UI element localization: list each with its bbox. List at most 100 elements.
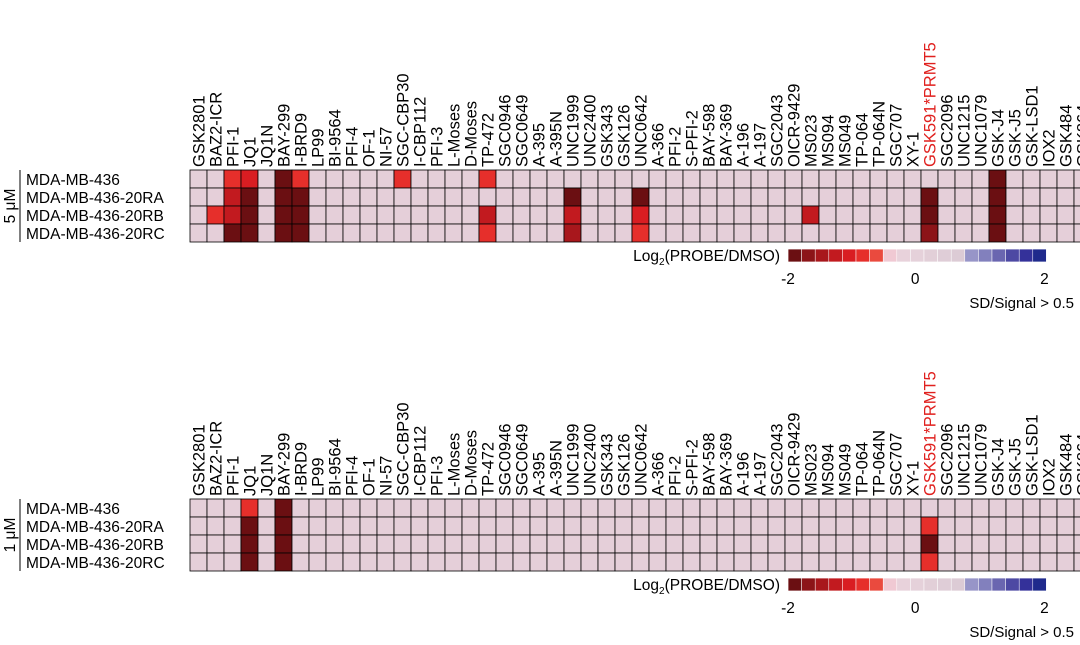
heatmap-cell bbox=[529, 223, 548, 243]
row-label: MDA-MB-436-20RC bbox=[26, 226, 165, 243]
column-label: BI-9564 bbox=[327, 109, 345, 167]
column-label: A-395N bbox=[548, 111, 566, 167]
heatmap-cell bbox=[835, 552, 854, 572]
column-label: UNC1999 bbox=[565, 95, 583, 167]
column-label: GSK-LSD1 bbox=[1024, 414, 1042, 496]
column-label: IOX2 bbox=[1041, 458, 1059, 496]
heatmap-cell bbox=[665, 516, 684, 536]
heatmap-cell bbox=[257, 187, 276, 207]
heatmap-cell bbox=[716, 187, 735, 207]
heatmap-cell bbox=[512, 552, 531, 572]
heatmap-cell bbox=[478, 534, 497, 554]
heatmap-cell bbox=[325, 223, 344, 243]
column-label: UNC2400 bbox=[582, 424, 600, 496]
heatmap-cell bbox=[954, 187, 973, 207]
heatmap-cell bbox=[512, 534, 531, 554]
heatmap-cell bbox=[614, 498, 633, 518]
column-label: PFI-2 bbox=[667, 127, 685, 167]
heatmap-cell bbox=[903, 534, 922, 554]
heatmap-cell bbox=[801, 223, 820, 243]
heatmap-cell bbox=[699, 498, 718, 518]
heatmap-cell bbox=[325, 169, 344, 189]
heatmap-cell bbox=[971, 534, 990, 554]
heatmap-cell bbox=[291, 223, 310, 243]
heatmap-cell bbox=[580, 534, 599, 554]
heatmap-cell bbox=[325, 516, 344, 536]
heatmap-cell bbox=[920, 516, 939, 536]
column-label: UNC1999 bbox=[565, 424, 583, 496]
heatmap-cell bbox=[852, 534, 871, 554]
heatmap-cell bbox=[1073, 187, 1080, 207]
heatmap-cell bbox=[495, 187, 514, 207]
heatmap-cell bbox=[750, 205, 769, 225]
heatmap-cell bbox=[886, 205, 905, 225]
dose-label: 1 μM bbox=[2, 518, 19, 553]
heatmap-cell bbox=[274, 187, 293, 207]
colorbar-swatch bbox=[964, 577, 979, 592]
heatmap-cell bbox=[393, 534, 412, 554]
heatmap-cell bbox=[444, 223, 463, 243]
column-label: SGC2043 bbox=[769, 95, 787, 167]
heatmap-cell bbox=[529, 498, 548, 518]
heatmap-cell bbox=[1005, 498, 1024, 518]
heatmap-cell bbox=[682, 223, 701, 243]
heatmap-cell bbox=[954, 534, 973, 554]
heatmap-cell bbox=[920, 223, 939, 243]
heatmap-cell bbox=[631, 223, 650, 243]
colorbar-swatch bbox=[991, 577, 1006, 592]
column-label: MS094 bbox=[820, 444, 838, 496]
column-label: MS094 bbox=[820, 115, 838, 167]
colorbar-swatch bbox=[1032, 248, 1047, 263]
heatmap-cell bbox=[767, 187, 786, 207]
heatmap-cell bbox=[189, 205, 208, 225]
heatmap-cell bbox=[546, 205, 565, 225]
heatmap-cell bbox=[478, 187, 497, 207]
heatmap-cell bbox=[920, 534, 939, 554]
heatmap-cell bbox=[274, 498, 293, 518]
heatmap-cell bbox=[274, 205, 293, 225]
heatmap-cell bbox=[308, 205, 327, 225]
heatmap-cell bbox=[954, 205, 973, 225]
heatmap-cell bbox=[427, 205, 446, 225]
heatmap-cell bbox=[920, 552, 939, 572]
column-label: UNC2400 bbox=[582, 95, 600, 167]
colorbar-tick-label: 0 bbox=[911, 600, 920, 617]
heatmap-cell bbox=[886, 498, 905, 518]
column-label: PFI-4 bbox=[344, 127, 362, 167]
heatmap-cell bbox=[325, 498, 344, 518]
heatmap-cell bbox=[359, 169, 378, 189]
heatmap-cell bbox=[240, 223, 259, 243]
heatmap-cell bbox=[988, 205, 1007, 225]
heatmap-cell bbox=[206, 169, 225, 189]
heatmap-cell bbox=[631, 187, 650, 207]
column-label: UNC0642 bbox=[633, 424, 651, 496]
column-label: BAY-598 bbox=[701, 433, 719, 496]
heatmap-cell bbox=[614, 205, 633, 225]
column-label: SGC-CBP30 bbox=[395, 73, 413, 167]
heatmap-cell bbox=[461, 498, 480, 518]
column-label: A-197 bbox=[752, 123, 770, 167]
column-label: XY-1 bbox=[905, 461, 923, 496]
column-label: IOX2 bbox=[1041, 129, 1059, 167]
heatmap-cell bbox=[954, 516, 973, 536]
heatmap-cell bbox=[597, 498, 616, 518]
heatmap-cell bbox=[665, 498, 684, 518]
heatmap-cell bbox=[444, 498, 463, 518]
column-label: SGC0649 bbox=[514, 424, 532, 496]
heatmap-cell bbox=[886, 169, 905, 189]
heatmap-cell bbox=[427, 534, 446, 554]
column-label: BAY-369 bbox=[718, 433, 736, 496]
heatmap-cell bbox=[733, 552, 752, 572]
heatmap-cell bbox=[529, 205, 548, 225]
colorbar-frame bbox=[787, 248, 1047, 263]
heatmap-cell bbox=[478, 498, 497, 518]
heatmap-cell bbox=[614, 516, 633, 536]
heatmap-cell bbox=[291, 169, 310, 189]
heatmap-cell bbox=[206, 205, 225, 225]
heatmap-cell bbox=[580, 205, 599, 225]
heatmap-cell bbox=[716, 205, 735, 225]
heatmap-cell bbox=[614, 169, 633, 189]
heatmap-cell bbox=[495, 223, 514, 243]
heatmap-cell bbox=[750, 516, 769, 536]
heatmap-cell bbox=[1073, 205, 1080, 225]
